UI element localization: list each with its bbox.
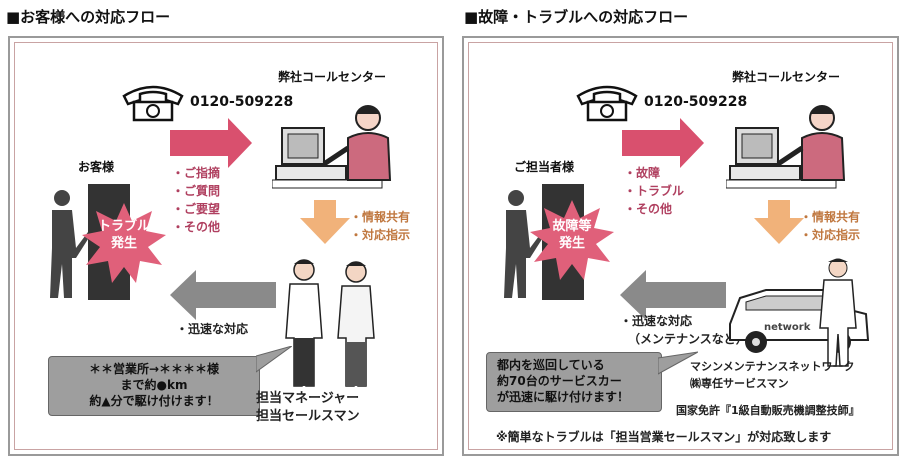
license-label: 国家免許『1級自動販売機調整技師』 [676, 404, 860, 417]
left-share-arrow [300, 200, 350, 244]
right-response-label: ・迅速な対応 （メンテナンスなど） [620, 314, 748, 346]
right-staff-labels: マシンメンテナンスネットワーク ㈱専任サービスマン [690, 360, 855, 390]
left-response-arrow [170, 270, 276, 320]
right-bubble-tail [658, 351, 698, 375]
left-customer-label: お客様 [78, 160, 115, 174]
right-trouble-burst-icon [530, 200, 614, 280]
telephone-icon [576, 85, 638, 122]
left-staff-labels: 担当マネージャー 担当セールスマン [256, 391, 360, 424]
right-call-center-label: 弊社コールセンター [732, 70, 841, 84]
left-call-center-label: 弊社コールセンター [278, 70, 387, 84]
left-phone-number: 0120-509228 [190, 94, 294, 110]
left-section-title: ■お客様への対応フロー [6, 8, 171, 26]
left-request-list: ・ご指摘 ・ご質問 ・ご要望 ・その他 [172, 164, 220, 236]
footnote: ※簡単なトラブルは「担当営業セールスマン」が対応致します [496, 430, 832, 444]
left-trouble-burst-icon [82, 203, 166, 283]
left-flow-panel: 0120-509228 弊社コールセンター お客様 トラブル 発生 ・ご指摘 ・… [8, 36, 444, 456]
customer-person-icon [504, 190, 544, 298]
telephone-icon [122, 85, 184, 122]
right-dispatch-bubble: 都内を巡回している 約70台のサービスカー が迅速に駆け付けます！ [486, 352, 662, 412]
left-share-list: ・情報共有 ・対応指示 [350, 210, 411, 242]
right-flow-panel: 0120-509228 弊社コールセンター ご担当者様 故障等 発生 ・故障 ・… [462, 36, 899, 456]
right-response-arrow [620, 270, 726, 320]
right-phone-number: 0120-509228 [644, 94, 748, 110]
right-inquiry-arrow [622, 118, 704, 168]
serviceman-icon [819, 258, 857, 367]
customer-person-icon [50, 190, 90, 298]
left-response-label: ・迅速な対応 [176, 322, 249, 336]
right-trouble-burst-text: 故障等 発生 [552, 219, 592, 251]
request-item: ・故障 [624, 166, 661, 180]
right-share-arrow [754, 200, 804, 244]
right-section-title: ■故障・トラブルへの対応フロー [464, 8, 689, 26]
right-share-list: ・情報共有 ・対応指示 [800, 210, 861, 242]
request-item: ・その他 [624, 202, 673, 216]
request-item: ・ご指摘 [172, 166, 221, 180]
request-item: ・ご要望 [172, 202, 221, 216]
left-dispatch-bubble: ＊＊営業所→＊＊＊＊様 まで約●km 約▲分で駆け付けます！ [48, 356, 260, 416]
left-bubble-tail [256, 346, 292, 373]
request-item: ・トラブル [624, 184, 685, 198]
left-inquiry-arrow [170, 118, 252, 168]
call-center-operator-icon [272, 105, 392, 189]
left-trouble-burst-text: トラブル 発生 [97, 219, 150, 251]
request-item: ・ご質問 [172, 184, 221, 198]
staff-persons-icon [285, 259, 375, 387]
right-request-list: ・故障 ・トラブル ・その他 [624, 164, 684, 218]
call-center-operator-icon [726, 105, 846, 189]
right-customer-label: ご担当者様 [514, 160, 575, 174]
car-logo-text: network [764, 322, 811, 333]
request-item: ・その他 [172, 220, 221, 234]
